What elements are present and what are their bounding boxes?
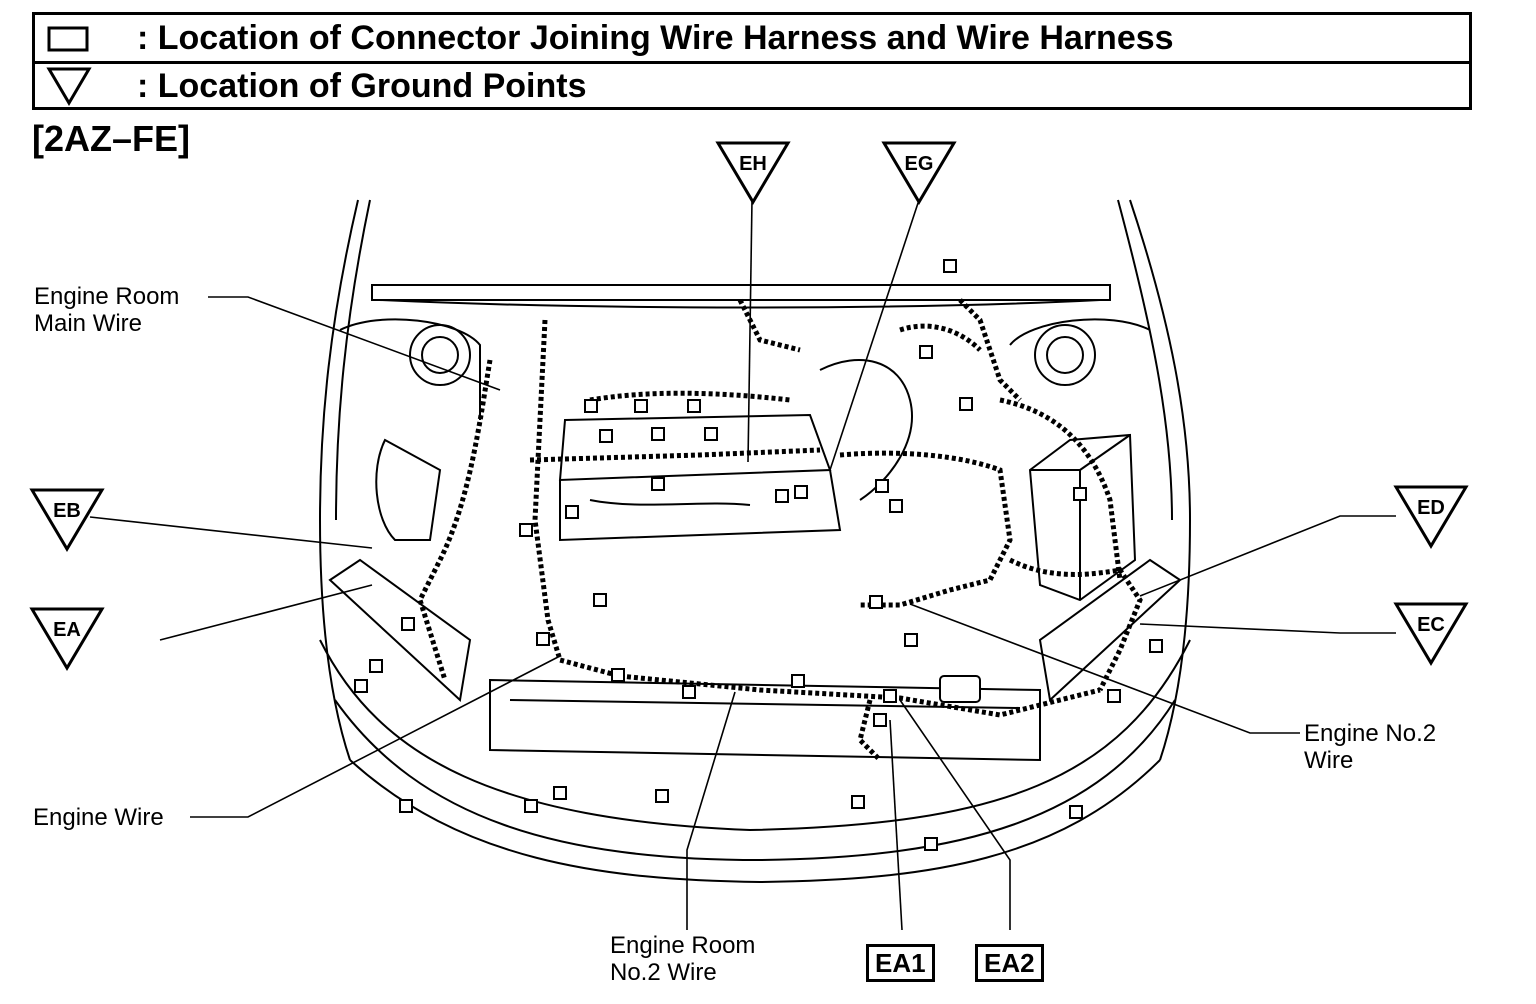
legend-box: : Location of Connector Joining Wire Har… (32, 12, 1472, 110)
rectangle-icon (47, 26, 89, 52)
svg-text:EB: EB (53, 500, 81, 522)
label-engine-room-main-wire: Engine Room Main Wire (34, 283, 180, 337)
label-engine-wire: Engine Wire (33, 804, 164, 831)
ground-point-eb: EB (29, 488, 105, 552)
legend-connector-row: : Location of Connector Joining Wire Har… (35, 15, 1469, 64)
svg-text:EA: EA (53, 619, 81, 641)
legend-ground-row: : Location of Ground Points (35, 63, 1469, 109)
legend-ground-text: : Location of Ground Points (137, 67, 587, 105)
svg-text:EH: EH (739, 153, 767, 175)
triangle-down-icon (46, 67, 92, 106)
ground-point-ec: EC (1393, 602, 1469, 666)
label-engine-room-no2-wire: Engine Room No.2 Wire (610, 932, 756, 986)
connector-label-ea1: EA1 (866, 944, 935, 982)
legend-connector-text: : Location of Connector Joining Wire Har… (137, 19, 1174, 57)
label-engine-no2-wire: Engine No.2 Wire (1304, 720, 1437, 774)
engine-code: [2AZ–FE] (32, 118, 191, 159)
svg-text:EG: EG (905, 153, 934, 175)
ground-point-eh: EH (715, 141, 791, 205)
ground-point-ea: EA (29, 607, 105, 671)
svg-text:EC: EC (1417, 614, 1445, 636)
svg-text:ED: ED (1417, 497, 1445, 519)
connector-label-ea2: EA2 (975, 944, 1044, 982)
ground-point-eg: EG (881, 141, 957, 205)
ground-point-ed: ED (1393, 485, 1469, 549)
